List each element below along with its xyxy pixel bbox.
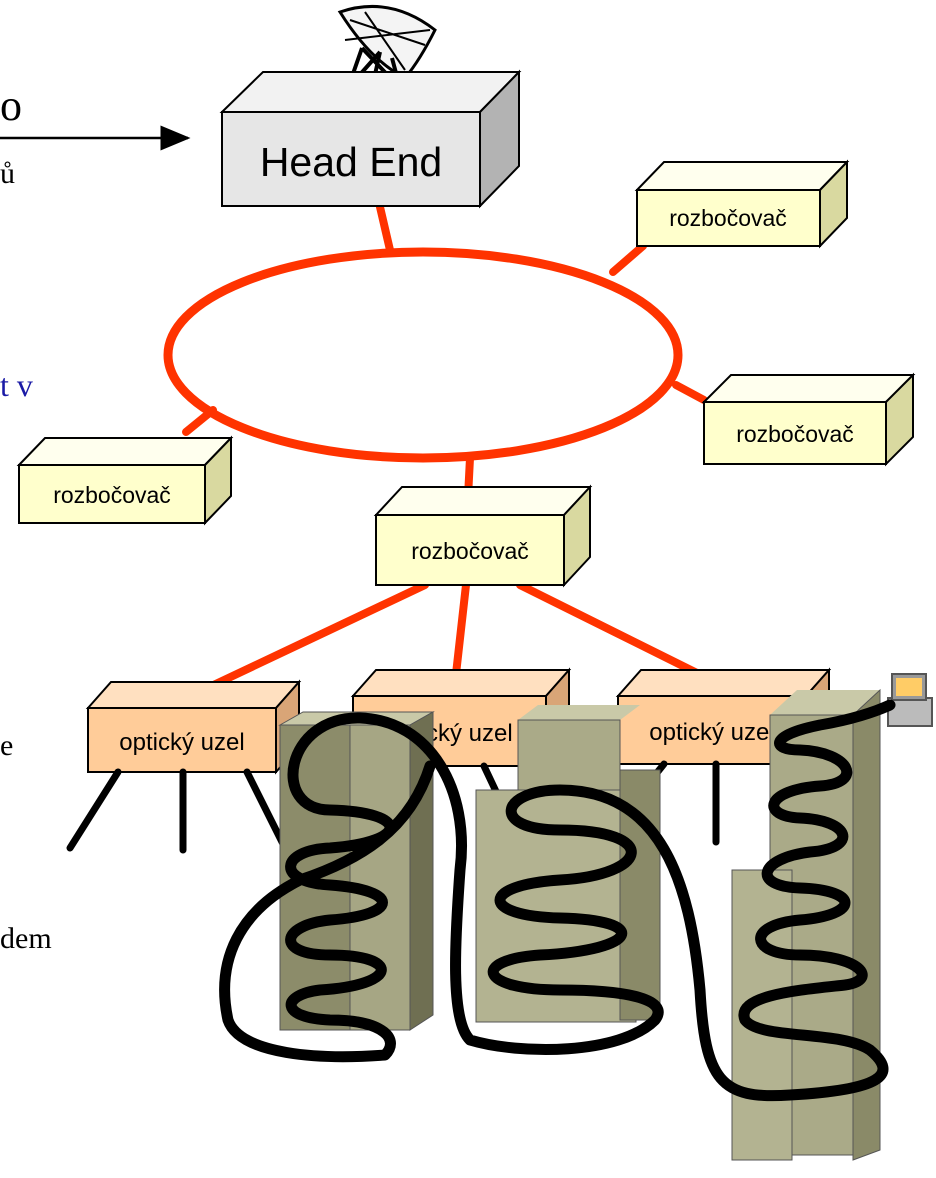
hub-label: rozbočovač: [53, 482, 171, 508]
hub-label: rozbočovač: [669, 205, 787, 231]
head-end-label: Head End: [260, 139, 442, 185]
cut-text-e: e: [0, 729, 13, 762]
head-end-box: Head End: [219, 69, 522, 209]
hub-box: rozbočovač: [16, 435, 234, 526]
optical-node-box: optický uzel: [85, 679, 302, 775]
coax-cable-run: [219, 699, 896, 1102]
cut-text-dem: dem: [0, 922, 52, 955]
optical-node-label: optický uzel: [649, 719, 774, 746]
cut-text-u: ů: [0, 157, 15, 190]
optical-node-label: optický uzel: [119, 729, 244, 756]
fiber-links: [182, 203, 717, 694]
hub-label: rozbočovač: [411, 538, 529, 564]
hub-label: rozbočovač: [736, 421, 854, 447]
hub-box: rozbočovač: [634, 159, 850, 249]
hub-box: rozbočovač: [373, 484, 593, 588]
hub-box: rozbočovač: [701, 372, 916, 467]
cut-text-o: o: [0, 81, 22, 130]
cut-text-tv: t v: [0, 367, 33, 403]
fiber-ring: [163, 247, 683, 463]
computer-terminal-icon: [887, 673, 933, 727]
